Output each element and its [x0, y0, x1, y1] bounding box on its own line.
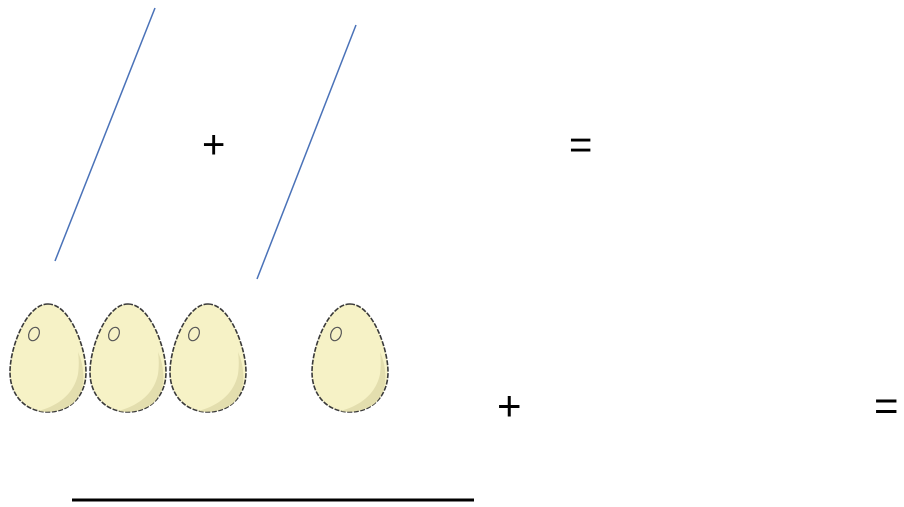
egg-icon [311, 303, 389, 413]
slash-line-right [256, 24, 357, 280]
slash-line-left [54, 7, 156, 262]
equals-sign-top: = [569, 123, 593, 167]
plus-sign-bottom: + [497, 382, 522, 429]
egg-icon [89, 303, 167, 413]
equals-sign-bottom: = [874, 382, 899, 429]
egg-group-left [9, 303, 247, 413]
plus-sign-top: + [202, 123, 226, 167]
egg-icon [9, 303, 87, 413]
egg-group-right [311, 303, 389, 413]
egg-icon [169, 303, 247, 413]
